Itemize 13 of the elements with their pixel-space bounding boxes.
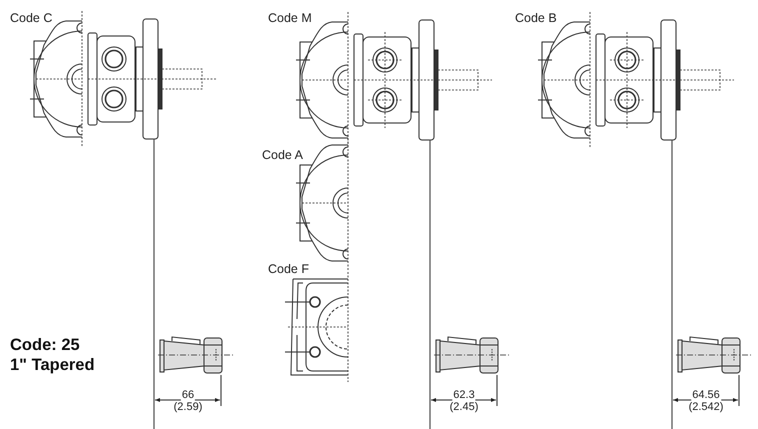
code-label: Code B [515,12,557,24]
shaft-code-label: Code: 25 [10,337,80,354]
code-label: Code M [268,12,312,24]
dimension-value: (2.542) [688,402,724,413]
dimension-value: (2.45) [448,402,480,413]
dimension-value: 62.3 [452,390,476,401]
code-label: Code A [262,149,304,162]
shaft-code-label: 1" Tapered [10,357,95,374]
dimension-value: (2.59) [172,402,204,413]
code-label: Code F [268,263,309,276]
dimension-value: 66 [180,390,196,401]
code-label: Code C [10,12,52,24]
dimension-value: 64.56 [691,390,721,401]
